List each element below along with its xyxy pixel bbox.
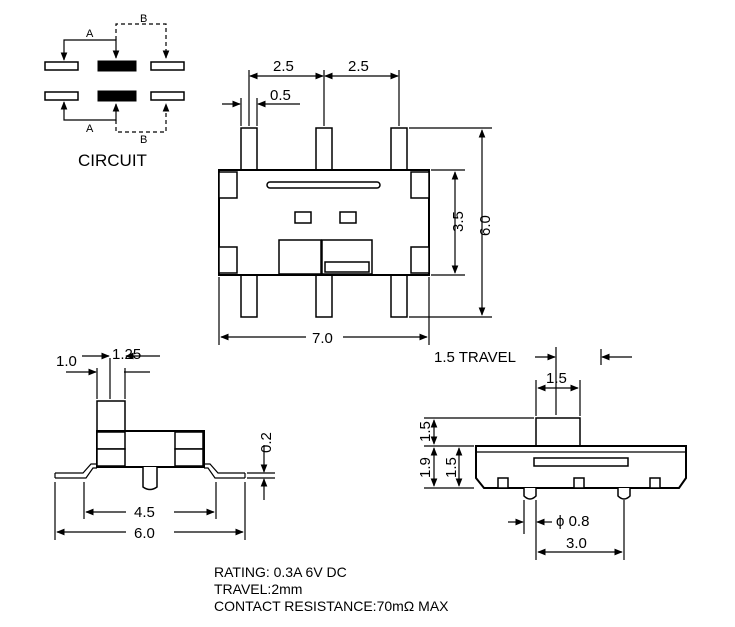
dim-pin-b: 1.25 xyxy=(112,346,141,363)
circuit-path-b-top xyxy=(115,23,170,59)
front-post xyxy=(523,488,537,500)
side-lead-left xyxy=(55,467,97,479)
spec-contact-resistance: CONTACT RESISTANCE:70mΩ MAX xyxy=(214,598,449,614)
front-tab xyxy=(649,477,661,489)
circuit-pad xyxy=(150,91,185,101)
dim-actuator-width: 1.5 xyxy=(546,370,567,387)
corner-tab xyxy=(410,246,430,274)
front-slot xyxy=(533,457,629,467)
travel-label: 1.5 TRAVEL xyxy=(434,349,516,366)
side-lead-right xyxy=(204,467,245,479)
dim-total: 1.9 xyxy=(417,457,434,478)
specs-block: RATING: 0.3A 6V DC TRAVEL:2mm CONTACT RE… xyxy=(214,564,449,614)
spec-rating: RATING: 0.3A 6V DC xyxy=(214,564,347,580)
circuit-contact xyxy=(97,60,137,72)
circuit-pad xyxy=(44,91,79,101)
spec-travel: TRAVEL:2mm xyxy=(214,581,302,597)
circuit-contact xyxy=(97,90,137,102)
front-post xyxy=(617,488,631,500)
dim-thickness: 0.2 xyxy=(258,432,275,453)
pin xyxy=(240,274,258,318)
dim-inner-width: 4.5 xyxy=(134,504,155,521)
hole xyxy=(294,211,312,224)
corner-tab xyxy=(410,171,430,199)
pin xyxy=(315,127,333,171)
dim-pin-width: 0.5 xyxy=(270,87,291,104)
actuator xyxy=(278,239,322,275)
circuit-schematic: A B A B CIRCUIT xyxy=(44,13,185,170)
pin xyxy=(390,274,408,318)
dim-pitch-right: 2.5 xyxy=(348,58,369,75)
circuit-path-b-bottom xyxy=(115,103,170,133)
circuit-pad xyxy=(150,61,185,71)
dim-body-height: 3.5 xyxy=(450,211,467,232)
front-tab xyxy=(497,477,509,489)
dim-body-1: 1.5 xyxy=(443,457,460,478)
dim-pitch-left: 2.5 xyxy=(273,58,294,75)
pin xyxy=(240,127,258,171)
circuit-label-a-top: A xyxy=(86,28,94,40)
side-post xyxy=(142,467,158,491)
circuit-pad xyxy=(44,61,79,71)
actuator-knob xyxy=(324,261,370,273)
front-tab xyxy=(573,477,585,489)
dim-actuator-height: 1.5 xyxy=(417,421,434,442)
hole xyxy=(339,211,357,224)
front-view: 1.5 TRAVEL 1.5 1.5 1.5 1.9 xyxy=(417,347,687,560)
dim-post-spacing: 3.0 xyxy=(566,535,587,552)
circuit-label-a-bottom: A xyxy=(86,123,94,135)
side-tab xyxy=(96,448,126,467)
circuit-path-a-bottom xyxy=(60,101,120,121)
side-tab xyxy=(174,431,204,450)
pin xyxy=(315,274,333,318)
dim-pin-a: 1.0 xyxy=(56,353,77,370)
top-view: 2.5 2.5 0.5 3.5 6.0 7.0 xyxy=(218,58,494,347)
circuit-label-b-top: B xyxy=(140,13,147,25)
circuit-path-a-top xyxy=(60,39,120,61)
slot xyxy=(266,181,381,189)
dim-body-length: 7.0 xyxy=(312,330,333,347)
corner-tab xyxy=(218,246,238,274)
circuit-title: CIRCUIT xyxy=(78,151,147,170)
side-tab xyxy=(174,448,204,467)
circuit-label-b-bottom: B xyxy=(140,134,147,146)
dim-overall-width: 6.0 xyxy=(134,525,155,542)
front-body xyxy=(475,445,687,489)
dim-overall-height: 6.0 xyxy=(477,215,494,236)
side-tab xyxy=(96,431,126,450)
pin xyxy=(390,127,408,171)
side-actuator xyxy=(96,400,126,432)
dim-hole: ϕ 0.8 xyxy=(556,513,589,530)
corner-tab xyxy=(218,171,238,199)
side-view: 1.0 1.25 0.2 4.5 6.0 xyxy=(54,346,275,542)
